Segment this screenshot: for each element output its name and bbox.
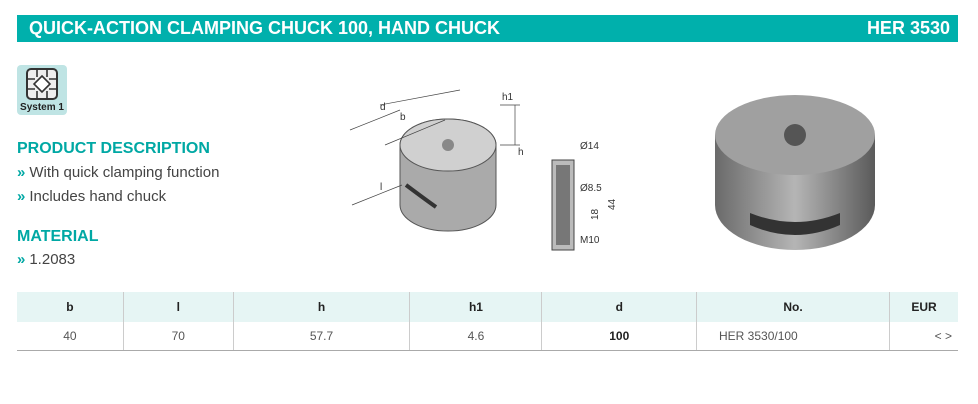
dim-18: 18 — [590, 208, 601, 220]
description-item: »Includes hand chuck — [17, 188, 166, 205]
dim-d: d — [380, 102, 386, 113]
dim-dia14: Ø14 — [580, 141, 599, 152]
table-header-row: b l h h1 d No. EUR — [17, 292, 958, 322]
dim-dia85: Ø8.5 — [580, 183, 602, 194]
material-heading: MATERIAL — [17, 228, 99, 245]
col-eur: EUR — [889, 292, 958, 322]
cell: 4.6 — [409, 322, 543, 351]
cell-price[interactable]: < > — [889, 322, 958, 351]
dim-b: b — [400, 112, 406, 123]
product-description-heading: PRODUCT DESCRIPTION — [17, 140, 210, 157]
bullet: » — [17, 251, 26, 268]
dim-h: h — [518, 147, 524, 158]
dim-m10: M10 — [580, 235, 600, 246]
col-b: b — [17, 292, 124, 322]
system-icon — [26, 68, 58, 100]
item-text: Includes hand chuck — [29, 188, 167, 205]
system-badge: System 1 — [17, 65, 67, 115]
spec-table: b l h h1 d No. EUR 40 70 57.7 4.6 100 HE… — [17, 292, 958, 351]
dim-h1: h1 — [502, 92, 514, 103]
technical-drawing: d b h1 h l Ø14 Ø8.5 18 44 M10 — [349, 89, 618, 251]
cell: 40 — [17, 322, 124, 351]
description-item: »With quick clamping function — [17, 164, 219, 181]
page-title: QUICK-ACTION CLAMPING CHUCK 100, HAND CH… — [29, 18, 501, 38]
bullet: » — [17, 188, 26, 205]
product-photo — [715, 95, 875, 250]
dim-l: l — [380, 182, 382, 193]
title-bar: QUICK-ACTION CLAMPING CHUCK 100, HAND CH… — [17, 15, 958, 42]
product-code: HER 3530 — [866, 18, 950, 38]
material-item: »1.2083 — [17, 251, 75, 268]
col-no: No. — [696, 292, 890, 322]
col-h: h — [233, 292, 411, 322]
cell: 57.7 — [233, 322, 411, 351]
item-text: With quick clamping function — [29, 164, 220, 181]
col-h1: h1 — [409, 292, 543, 322]
cell: 70 — [123, 322, 234, 351]
item-text: 1.2083 — [29, 251, 76, 268]
col-l: l — [123, 292, 234, 322]
cell: 100 — [541, 322, 697, 351]
col-d: d — [541, 292, 697, 322]
cell-article-no: HER 3530/100 — [696, 322, 890, 351]
bullet: » — [17, 164, 26, 181]
dim-44: 44 — [607, 198, 618, 210]
system-label: System 1 — [20, 102, 64, 113]
table-row: 40 70 57.7 4.6 100 HER 3530/100 < > — [17, 322, 958, 351]
